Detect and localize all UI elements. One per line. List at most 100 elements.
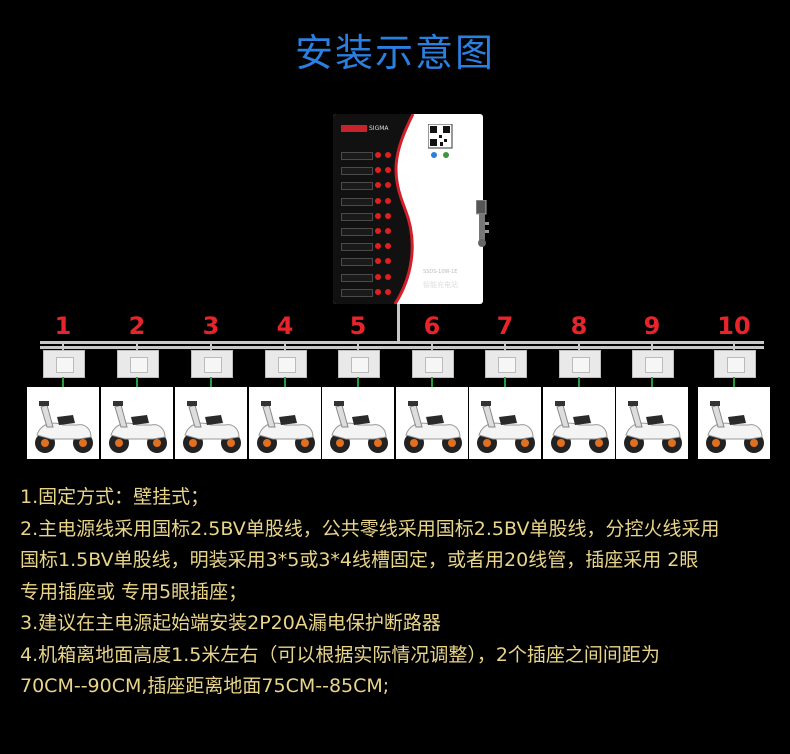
drop-wire [62, 344, 64, 352]
wall-socket [714, 350, 756, 378]
wall-socket [338, 350, 380, 378]
socket-holes-icon [498, 357, 516, 373]
port-number: 7 [496, 312, 514, 340]
wall-socket [265, 350, 307, 378]
status-led [375, 152, 381, 158]
status-led [385, 167, 391, 174]
status-led [385, 152, 391, 158]
port-number: 10 [717, 312, 751, 340]
socket-holes-icon [278, 357, 296, 373]
status-led [375, 197, 381, 204]
socket-holes-icon [351, 357, 369, 373]
note-line: 2.主电源线采用国标2.5BV单股线，公共零线采用国标2.5BV单股线，分控火线… [20, 517, 720, 540]
electric-scooter-icon [616, 387, 688, 459]
socket-holes-icon [130, 357, 148, 373]
digit-display [341, 288, 373, 297]
port-number: 3 [202, 312, 220, 340]
status-led [375, 167, 381, 174]
digit-display [341, 273, 373, 282]
bottom-bus-wire [40, 346, 764, 349]
note-line: 国标1.5BV单股线，明装采用3*5或3*4线槽固定，或者用20线管，插座采用 … [20, 549, 699, 571]
digit-display [341, 258, 373, 267]
socket-holes-icon [727, 357, 745, 373]
note-line: 3.建议在主电源起始端安装2P20A漏电保护断路器 [20, 612, 441, 634]
note-line: 4.机箱离地面高度1.5米左右（可以根据实际情况调整），2个插座之间间距为 [20, 643, 660, 666]
port-indicator-rows [341, 148, 421, 300]
port-indicator-row [341, 285, 421, 300]
status-led [385, 243, 391, 250]
socket-holes-icon [56, 357, 74, 373]
port-indicator-row [341, 194, 421, 209]
socket-holes-icon [204, 357, 222, 373]
wall-socket [559, 350, 601, 378]
drop-wire [733, 344, 735, 352]
wall-socket [191, 350, 233, 378]
charging-cable [136, 377, 138, 389]
brand-logo [341, 125, 367, 132]
electric-scooter-icon [27, 387, 99, 459]
port-number: 1 [54, 312, 72, 340]
wall-socket [117, 350, 159, 378]
drop-wire [504, 344, 506, 352]
electric-scooter-icon [101, 387, 173, 459]
drop-wire [431, 344, 433, 352]
port-indicator-row [341, 163, 421, 178]
brand-text: SIGMA [369, 125, 389, 132]
main-feed-wire [397, 304, 400, 344]
status-led [385, 258, 391, 265]
page-title: 安装示意图 [294, 31, 495, 75]
digit-display [341, 243, 373, 252]
port-number: 6 [423, 312, 441, 340]
status-led [375, 288, 381, 295]
status-led [375, 243, 381, 250]
status-led [375, 182, 381, 189]
wall-socket [412, 350, 454, 378]
drop-wire [210, 344, 212, 352]
socket-holes-icon [572, 357, 590, 373]
note-line: 70CM--90CM,插座距离地面75CM--85CM; [20, 675, 390, 697]
socket-holes-icon [645, 357, 663, 373]
electric-scooter-icon [322, 387, 394, 459]
status-led [385, 182, 391, 189]
wall-socket [485, 350, 527, 378]
port-indicator-row [341, 148, 421, 163]
note-line: 专用插座或 专用5眼插座； [20, 580, 248, 603]
status-led [385, 288, 391, 295]
electric-scooter-icon [249, 387, 321, 459]
charging-cable [651, 377, 653, 389]
electric-scooter-icon [396, 387, 468, 459]
port-indicator-row [341, 254, 421, 269]
port-number: 8 [570, 312, 588, 340]
status-led [375, 212, 381, 219]
drop-wire [357, 344, 359, 352]
charging-cable [733, 377, 735, 389]
wall-socket [43, 350, 85, 378]
charging-cabinet: SIGMA SSDS-10W-1E 智能充电站 [333, 114, 483, 304]
charging-cable [578, 377, 580, 389]
status-led [385, 227, 391, 234]
digit-display [341, 227, 373, 236]
charging-cable [357, 377, 359, 389]
port-indicator-row [341, 178, 421, 193]
drop-wire [578, 344, 580, 352]
drop-wire [284, 344, 286, 352]
digit-display [341, 182, 373, 191]
port-number: 4 [276, 312, 294, 340]
electric-scooter-icon [175, 387, 247, 459]
port-indicator-row [341, 270, 421, 285]
electric-scooter-icon [698, 387, 770, 459]
port-indicator-row [341, 224, 421, 239]
cabinet-name: 智能充电站 [423, 281, 458, 289]
digit-display [341, 167, 373, 176]
status-led [375, 227, 381, 234]
lock-key-icon [476, 200, 489, 247]
port-number: 9 [643, 312, 661, 340]
charging-cable [210, 377, 212, 389]
cabinet-model: SSDS-10W-1E [423, 269, 458, 275]
charging-cable [431, 377, 433, 389]
port-indicator-row [341, 209, 421, 224]
digit-display [341, 212, 373, 221]
cabinet-front-panel [333, 114, 415, 304]
drop-wire [651, 344, 653, 352]
note-line: 1.固定方式：壁挂式； [20, 486, 210, 508]
